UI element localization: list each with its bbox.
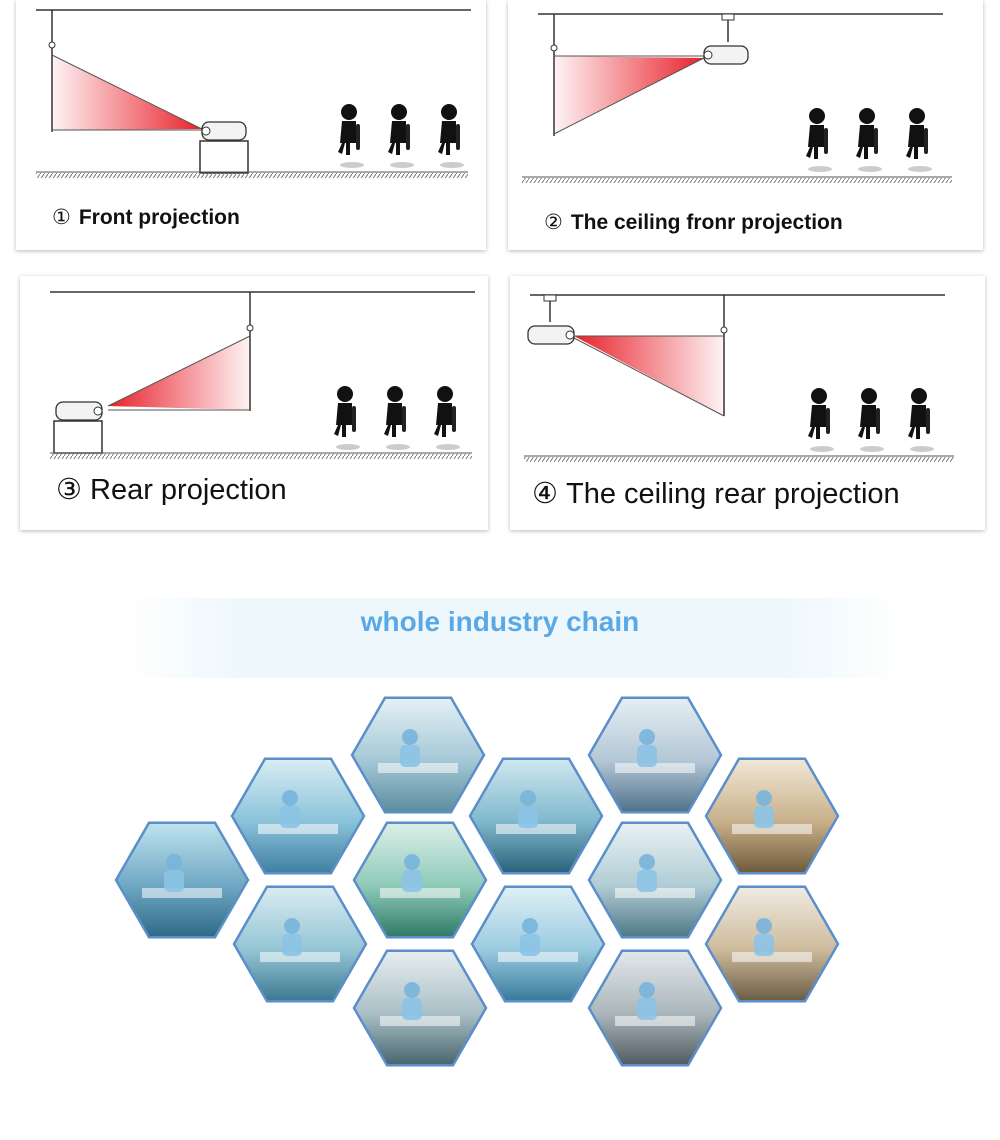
audience-icon	[334, 386, 460, 450]
caption-text: The ceiling rear projection	[566, 478, 900, 510]
hex-photo: Office with computer	[232, 885, 368, 1003]
hex-photo: Assembly workstation	[352, 821, 488, 939]
caption-number: ②	[544, 211, 563, 234]
front-projection-diagram	[36, 9, 471, 178]
hex-photo: Production line workers	[114, 821, 250, 939]
hex-photo: Laboratory equipment	[704, 757, 840, 875]
ceiling-rear-diagram	[524, 294, 954, 462]
section-title: whole industry chain	[360, 606, 640, 637]
hex-photo: Worker assembling parts	[230, 757, 366, 875]
caption-number: ①	[52, 206, 71, 229]
audience-icon	[808, 388, 934, 452]
ceiling-front-diagram	[522, 13, 952, 183]
hex-photo: Office staff	[587, 949, 723, 1067]
hex-photo: Production workers	[352, 949, 488, 1067]
projection-card-ceiling-front: ② The ceiling fronr projection	[508, 0, 983, 250]
projection-card-front: ① Front projection	[16, 0, 486, 250]
caption-text: The ceiling fronr projection	[570, 211, 843, 234]
caption-ceiling-front: ② The ceiling fronr projection	[544, 210, 843, 235]
caption-text: Rear projection	[90, 474, 287, 506]
caption-number: ④	[532, 478, 558, 510]
caption-front: ① Front projection	[52, 205, 240, 230]
rear-projection-diagram	[50, 291, 475, 459]
hex-photo: Clean room staff	[350, 696, 486, 814]
caption-number: ③	[56, 474, 82, 506]
audience-icon	[806, 108, 932, 172]
hex-photo: Automated testing machine	[468, 757, 604, 875]
caption-text: Front projection	[78, 206, 240, 229]
industry-photo-collage: Production line workersWorker assembling…	[114, 696, 840, 1067]
section-banner	[125, 598, 900, 678]
hex-photo: Machine operator	[704, 885, 840, 1003]
hex-photo: Clean room assembly	[587, 821, 723, 939]
audience-icon	[338, 104, 464, 168]
hex-photo: Worker at equipment	[587, 696, 723, 814]
hex-photo: Worker inspecting part	[470, 885, 606, 1003]
